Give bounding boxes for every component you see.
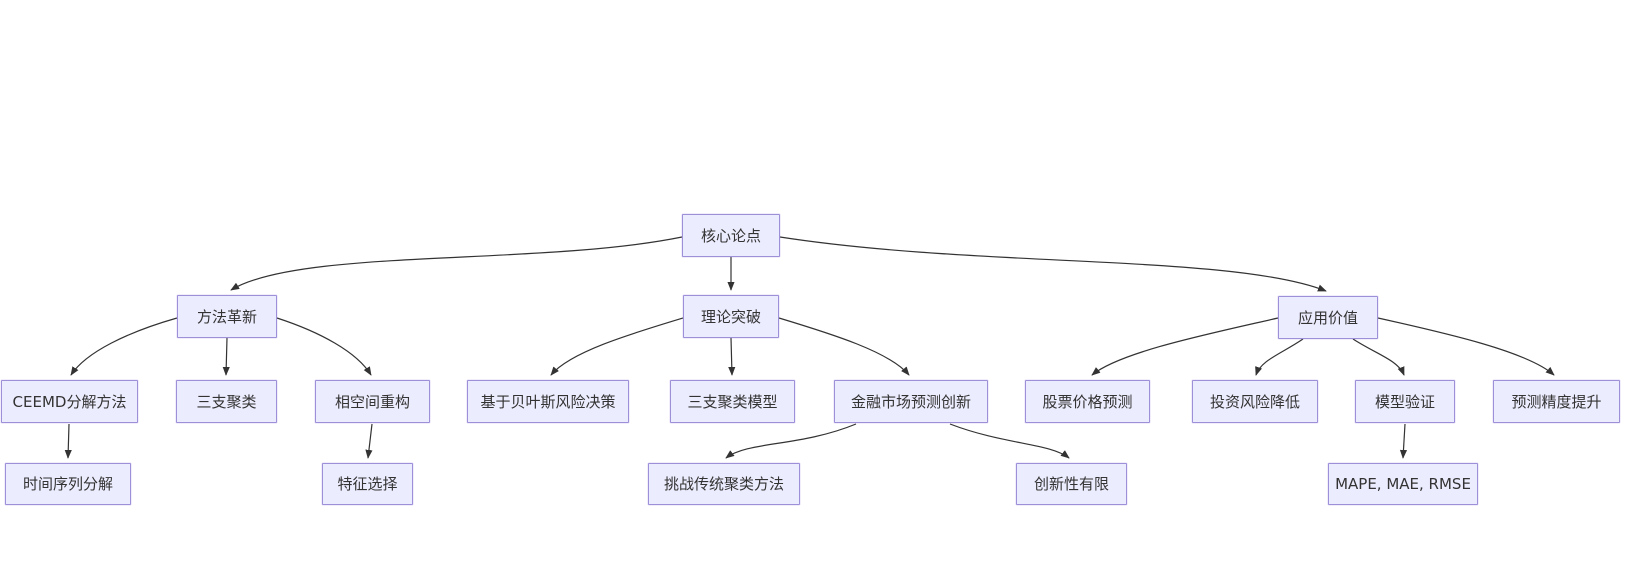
edge-theory-breakthrough-to-bayes-risk [550,317,684,376]
node-core-thesis: 核心论点 [682,214,780,257]
node-feature-selection: 特征选择 [322,463,413,505]
node-time-series-decomposition-label: 时间序列分解 [22,475,113,493]
node-three-way-clustering-label: 三支聚类 [196,392,257,411]
edge-model-validation-to-metrics [1399,423,1408,459]
edge-phase-space-to-feature-selection [365,423,373,459]
node-limited-innovation: 创新性有限 [1016,463,1127,505]
node-bayes-risk-decision: 基于贝叶斯风险决策 [467,380,629,423]
node-stock-price-prediction: 股票价格预测 [1025,380,1150,423]
node-time-series-decomposition: 时间序列分解 [5,463,131,505]
node-three-way-clustering: 三支聚类 [176,380,277,423]
edge-method-innovation-to-ceemd [70,317,178,376]
node-core-thesis-label: 核心论点 [700,226,761,245]
node-error-metrics-label: MAPE, MAE, RMSE [1335,475,1471,493]
node-prediction-accuracy: 预测精度提升 [1493,380,1620,423]
node-three-way-clustering-model: 三支聚类模型 [670,380,795,423]
node-method-innovation: 方法革新 [177,295,277,338]
edge-method-innovation-to-phase-space [276,317,372,376]
node-error-metrics: MAPE, MAE, RMSE [1328,463,1478,505]
node-three-way-clustering-model-label: 三支聚类模型 [687,392,778,411]
node-theory-breakthrough: 理论突破 [683,295,779,338]
node-investment-risk-reduction-label: 投资风险降低 [1209,392,1300,411]
edge-core-thesis-to-method-innovation [230,236,683,291]
node-method-innovation-label: 方法革新 [196,307,257,326]
node-ceemd-method-label: CEEMD分解方法 [12,392,127,411]
node-feature-selection-label: 特征选择 [337,475,398,493]
node-application-value-label: 应用价值 [1297,308,1358,327]
edge-ceemd-to-time-series [64,423,72,459]
node-stock-price-prediction-label: 股票价格预测 [1042,392,1133,411]
edge-theory-breakthrough-to-financial-innovation [778,317,910,376]
edge-application-value-to-risk-reduction [1255,338,1304,376]
node-financial-forecast-innovation-label: 金融市场预测创新 [850,392,971,411]
node-prediction-accuracy-label: 预测精度提升 [1511,392,1602,411]
edge-financial-innovation-to-limited-innovation [949,423,1070,459]
edge-financial-innovation-to-challenge-clustering [725,423,857,459]
node-application-value: 应用价值 [1278,296,1378,339]
edge-application-value-to-stock-prediction [1091,317,1279,376]
node-ceemd-method: CEEMD分解方法 [1,380,138,423]
edge-application-value-to-prediction-accuracy [1377,317,1555,376]
node-bayes-risk-decision-label: 基于贝叶斯风险决策 [480,392,616,411]
edge-core-thesis-to-application-value [779,236,1327,292]
node-challenge-traditional-clustering-label: 挑战传统聚类方法 [663,475,784,493]
edge-method-innovation-to-three-way-clustering [222,337,230,376]
edge-application-value-to-model-validation [1352,338,1405,376]
node-model-validation-label: 模型验证 [1374,392,1435,411]
node-theory-breakthrough-label: 理论突破 [700,307,761,326]
node-limited-innovation-label: 创新性有限 [1033,475,1109,493]
node-phase-space-reconstruction: 相空间重构 [315,380,430,423]
node-phase-space-reconstruction-label: 相空间重构 [334,392,410,411]
node-financial-forecast-innovation: 金融市场预测创新 [834,380,988,423]
node-model-validation: 模型验证 [1355,380,1455,423]
edge-theory-breakthrough-to-three-way-model [728,337,736,376]
node-investment-risk-reduction: 投资风险降低 [1192,380,1318,423]
node-challenge-traditional-clustering: 挑战传统聚类方法 [648,463,800,505]
